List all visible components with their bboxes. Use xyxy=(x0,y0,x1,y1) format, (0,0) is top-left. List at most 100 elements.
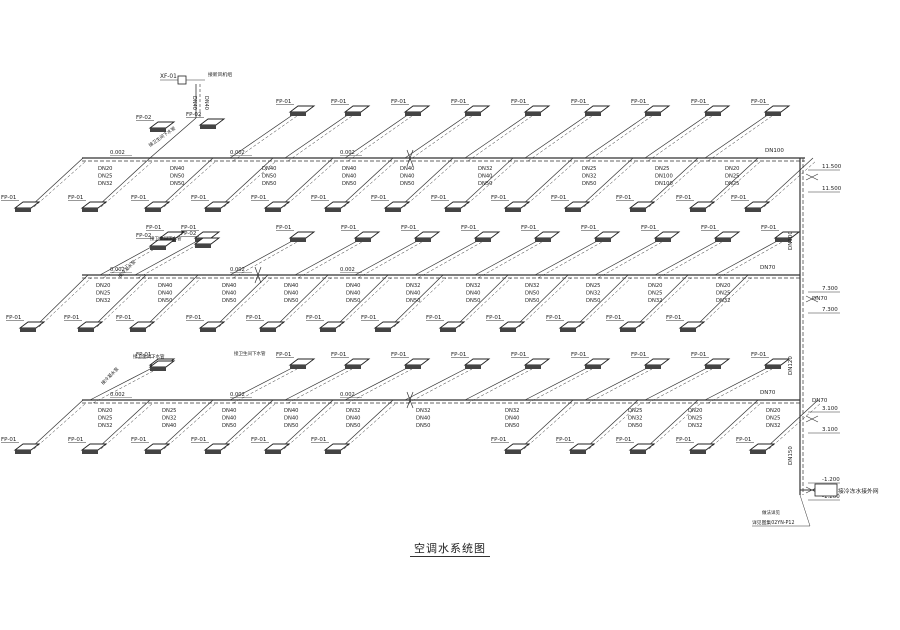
unit-top xyxy=(403,358,431,366)
unit-label: FP-02 xyxy=(136,115,151,121)
riser-valve xyxy=(805,415,819,423)
branch-return-up xyxy=(527,115,593,162)
unit-label: FP-01 xyxy=(68,437,83,443)
pipe-size-label: DN100 xyxy=(655,181,673,187)
pipe-size-label: DN50 xyxy=(525,291,539,297)
fan-coil-unit: FP-01 xyxy=(426,315,466,332)
fan-coil-unit: FP-01 xyxy=(511,99,551,116)
unit-top xyxy=(473,231,501,239)
unit-body xyxy=(705,365,721,369)
note-label: 接新风机组 xyxy=(208,71,232,78)
unit-body xyxy=(265,450,281,454)
valve-mark xyxy=(406,391,414,409)
unit-top xyxy=(703,105,731,113)
fan-coil-unit: FP-01 xyxy=(701,225,741,242)
fan-coil-unit: FP-01 xyxy=(1,437,41,454)
fan-coil-unit xyxy=(148,360,176,371)
branch-return-down xyxy=(708,402,762,450)
note-label: 接冷凝水泵 xyxy=(99,365,120,386)
unit-label: FP-01 xyxy=(511,99,526,105)
pipe-size-label: DN25 xyxy=(628,408,642,414)
pipe-size-label: DN50 xyxy=(342,181,356,187)
unit-body xyxy=(645,112,661,116)
unit-body xyxy=(690,208,706,212)
diagram-title: 空调水系统图 xyxy=(410,542,490,557)
branch-return-down xyxy=(458,277,512,328)
branch-pipe-up xyxy=(344,366,410,401)
pipe-size-label: DN32 xyxy=(505,408,519,414)
fan-coil-unit: FP-01 xyxy=(191,437,231,454)
unit-body xyxy=(82,450,98,454)
unit-top xyxy=(288,358,316,366)
branch-return-down xyxy=(100,160,154,208)
riser-size-label: DN100 xyxy=(788,231,794,250)
branch-return-down xyxy=(343,160,397,208)
valve-mark xyxy=(406,149,414,167)
branch-return-up xyxy=(467,368,533,404)
elevation-label: 11.500 xyxy=(822,164,842,170)
unit-label: FP-01 xyxy=(276,225,291,231)
unit-label: FP-01 xyxy=(556,437,571,443)
pipe-size-label: DN50 xyxy=(582,181,596,187)
fan-coil-unit: FP-02 xyxy=(181,231,221,248)
pipe-size-label: DN32 xyxy=(98,181,112,187)
fan-coil-unit: FP-01 xyxy=(581,225,621,242)
pipe-size-label: DN32 xyxy=(98,423,112,429)
unit-body xyxy=(20,328,36,332)
unit-label: FP-01 xyxy=(511,352,526,358)
pipe-size-label: DN40 xyxy=(158,291,172,297)
fan-coil-unit: FP-01 xyxy=(691,99,731,116)
branch-pipe-down xyxy=(645,157,699,207)
unit-label: FP-01 xyxy=(1,195,16,201)
fan-coil-unit: FP-01 xyxy=(331,99,371,116)
branch-pipe-down xyxy=(515,274,569,327)
branch-pipe-up xyxy=(284,113,350,159)
pipe-size-label: DN20 xyxy=(96,283,110,289)
pipe-size-label: DN40 xyxy=(222,283,236,289)
branch-pipe-up xyxy=(704,113,770,159)
fan-coil-unit: FP-01 xyxy=(616,437,656,454)
unit-top xyxy=(568,443,596,451)
unit-label: FP-01 xyxy=(251,437,266,443)
branch-pipe-up xyxy=(414,239,480,276)
branch-pipe-up xyxy=(404,366,470,401)
pipe-size-label: DN50 xyxy=(416,423,430,429)
fan-coil-unit: FP-01 xyxy=(521,225,561,242)
riser-size-label: DN150 xyxy=(788,446,794,465)
pipe-size-label: DN32 xyxy=(586,291,600,297)
unit-body xyxy=(630,208,646,212)
pipe-size-label: DN25 xyxy=(688,416,702,422)
branch-pipe-up xyxy=(644,113,710,159)
fan-coil-unit: FP-01 xyxy=(186,315,226,332)
branch-return-down xyxy=(518,277,572,328)
fan-coil-unit: FP-01 xyxy=(631,99,671,116)
unit-label: FP-01 xyxy=(551,195,566,201)
note-label: 详见图集02YN-P12 xyxy=(752,519,795,526)
unit-body xyxy=(355,238,371,242)
fan-coil-unit: FP-01 xyxy=(391,352,431,369)
unit-top xyxy=(383,201,411,209)
pipe-size-label: DN40 xyxy=(222,291,236,297)
unit-body xyxy=(750,450,766,454)
unit-label: FP-01 xyxy=(751,99,766,105)
note-label: 做法详见 xyxy=(762,509,780,516)
branch-pipe-up xyxy=(294,239,360,276)
unit-top xyxy=(143,443,171,451)
branch-return-up xyxy=(467,115,533,162)
pipe-size-label: DN25 xyxy=(582,166,596,172)
unit-top xyxy=(643,358,671,366)
branch-return-down xyxy=(343,402,397,450)
unit-label: FP-01 xyxy=(616,437,631,443)
unit-top xyxy=(703,358,731,366)
unit-label: FP-01 xyxy=(616,195,631,201)
branch-pipe-down xyxy=(390,274,444,327)
unit-label: FP-01 xyxy=(391,99,406,105)
branch-return-down xyxy=(523,402,577,450)
pipe-size-label: DN40 xyxy=(262,166,276,172)
pipe-size-label: DN20 xyxy=(725,166,739,172)
unit-body xyxy=(570,450,586,454)
branch-pipe-up xyxy=(229,366,295,401)
unit-label: FP-02 xyxy=(186,112,201,118)
branch-return-down xyxy=(523,160,577,208)
unit-body xyxy=(765,112,781,116)
